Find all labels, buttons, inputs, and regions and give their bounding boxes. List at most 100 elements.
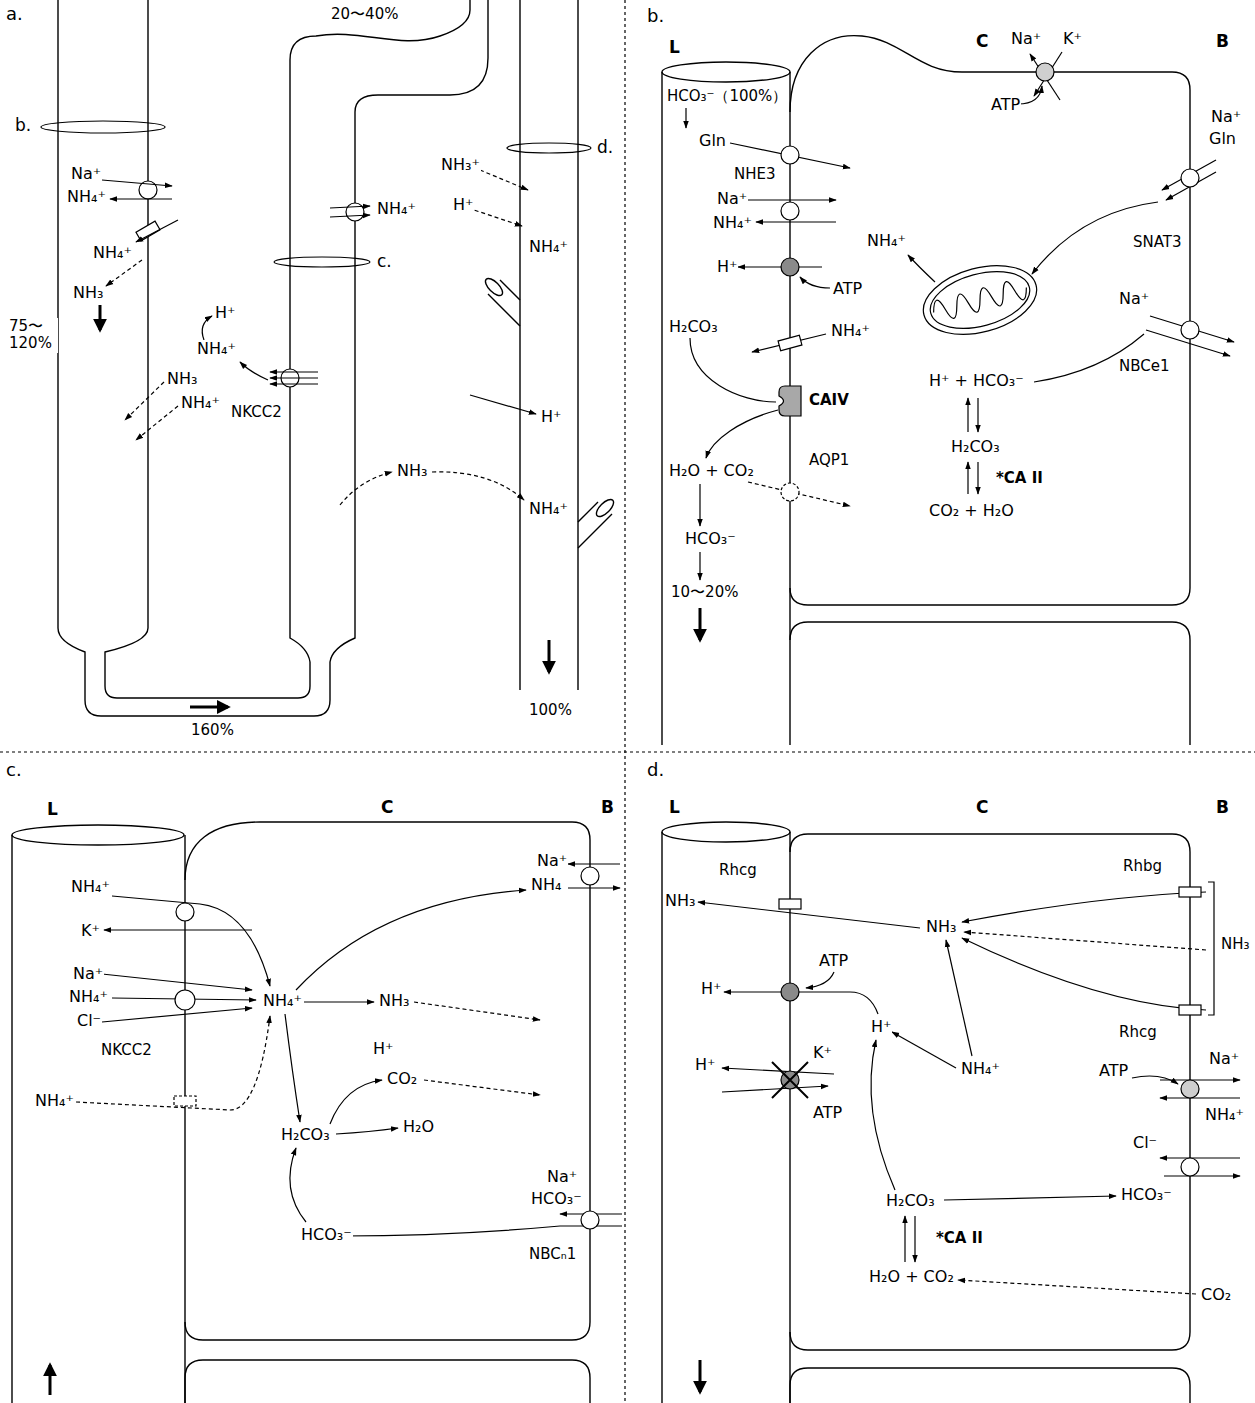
transporter-name: SNAT3 xyxy=(1132,234,1183,251)
transporter-name: Rhcg xyxy=(718,862,758,879)
compartment-letter: B xyxy=(1215,32,1230,52)
transport-arrow xyxy=(1181,321,1199,339)
percentage-label: 75〜 120% xyxy=(8,318,58,353)
species-label: H⁺ xyxy=(694,1056,716,1074)
transport-arrow xyxy=(779,386,801,416)
cell-outline xyxy=(790,1368,1190,1403)
transport-arrow xyxy=(730,143,850,168)
transport-arrow xyxy=(756,221,836,222)
transport-arrow xyxy=(781,146,799,164)
transport-arrow xyxy=(470,395,536,414)
transport-arrow xyxy=(285,1014,300,1122)
compartment-letter: L xyxy=(668,798,681,818)
transport-arrow xyxy=(136,220,178,242)
transport-arrow xyxy=(977,398,978,432)
nephron-outline xyxy=(58,0,616,716)
percentage-label: 20〜40% xyxy=(330,6,399,23)
compartment-letter: C xyxy=(975,32,989,52)
species-label: Na⁺ xyxy=(546,1168,578,1186)
species-label: K⁺ xyxy=(812,1044,833,1062)
nephron-outline xyxy=(577,0,578,690)
section-marker: c. xyxy=(376,252,393,272)
section-ring xyxy=(507,143,591,153)
species-label: HCO₃⁻（100%） xyxy=(666,88,788,105)
compartment-letter: C xyxy=(380,798,394,818)
transport-arrow xyxy=(871,1040,895,1190)
transporter-name: NBCe1 xyxy=(1118,358,1171,375)
transport-arrow xyxy=(296,890,526,990)
transport-arrow xyxy=(967,398,968,432)
transport-arrow xyxy=(967,462,968,494)
figure-panel: c. xyxy=(0,752,625,1403)
transport-arrow xyxy=(1018,86,1042,104)
mitochondrion xyxy=(931,277,1029,323)
mitochondrion xyxy=(924,262,1036,339)
transporter-name: NKCC2 xyxy=(230,404,283,421)
transport-arrow xyxy=(724,992,878,1014)
transport-arrow xyxy=(772,1062,808,1098)
nephron-outline xyxy=(519,0,520,690)
transport-arrow xyxy=(548,640,551,672)
transport-arrow xyxy=(102,1008,252,1022)
species-label: H₂CO₃ xyxy=(950,438,1001,456)
nephron-outline xyxy=(594,497,617,520)
transport-arrow xyxy=(202,316,212,340)
transport-arrow xyxy=(1150,316,1234,342)
transport-arrow xyxy=(778,335,802,350)
species-label: NH₄⁺ xyxy=(262,992,303,1010)
transport-arrow xyxy=(175,990,195,1010)
mitochondrion xyxy=(916,254,1045,346)
cell-outline xyxy=(185,1360,590,1403)
transport-arrow xyxy=(568,863,620,864)
panel-divider xyxy=(624,0,625,1403)
transporter-name: Rhbg xyxy=(1122,858,1163,875)
transport-arrow xyxy=(432,472,524,500)
transport-arrow xyxy=(330,206,370,208)
transporter-name: NKCC2 xyxy=(100,1042,153,1059)
panel-letter: b. xyxy=(647,6,664,27)
transport-arrow xyxy=(330,1080,382,1124)
species-label: NH₄⁺ xyxy=(528,500,569,518)
species-label: Na⁺ xyxy=(1118,290,1150,308)
transport-arrow xyxy=(699,552,700,580)
transport-arrow xyxy=(1179,887,1201,897)
species-label: CO₂ + H₂O xyxy=(928,502,1015,520)
transport-arrow xyxy=(748,482,850,506)
species-label: HCO₃⁻ xyxy=(684,530,737,548)
species-label: HCO₃⁻ xyxy=(530,1190,583,1208)
transporter-name: NHE3 xyxy=(733,166,777,183)
species-label: NH₃ xyxy=(396,462,428,480)
species-label: ATP xyxy=(990,96,1021,114)
transport-arrow xyxy=(1030,54,1060,100)
species-label: NH₃⁺ xyxy=(440,156,481,174)
transport-arrow xyxy=(781,202,799,220)
section-ring xyxy=(41,121,165,133)
transport-arrow xyxy=(944,1196,1116,1200)
transport-arrow xyxy=(1036,63,1054,81)
panel-letter: d. xyxy=(647,760,664,781)
species-label: NH₄⁺ xyxy=(712,214,753,232)
species-label: ATP xyxy=(1098,1062,1129,1080)
transport-arrow xyxy=(800,277,830,288)
transport-arrow xyxy=(699,608,702,640)
species-label: Na⁺ xyxy=(1010,30,1042,48)
transporter-name: NBCₙ1 xyxy=(528,1246,577,1263)
section-ring xyxy=(41,121,591,267)
cell-outline xyxy=(11,835,12,1403)
transport-arrow xyxy=(1179,1005,1201,1015)
species-label: Cl⁻ xyxy=(1132,1134,1158,1152)
transport-arrow xyxy=(914,1216,915,1262)
transport-arrow xyxy=(76,1016,270,1110)
cell-outline xyxy=(185,822,590,1340)
figure-panel: d. xyxy=(625,752,1255,1403)
species-label: CO₂ xyxy=(1200,1286,1232,1304)
transport-arrow xyxy=(104,929,252,930)
mitochondrion xyxy=(916,254,1045,346)
transport-arrow xyxy=(706,410,778,458)
compartment-letter: B xyxy=(600,798,615,818)
transport-arrow xyxy=(698,902,920,928)
transport-arrow xyxy=(806,972,834,988)
species-label: Gln xyxy=(1208,130,1237,148)
species-label: NH₄⁺ xyxy=(830,322,871,340)
